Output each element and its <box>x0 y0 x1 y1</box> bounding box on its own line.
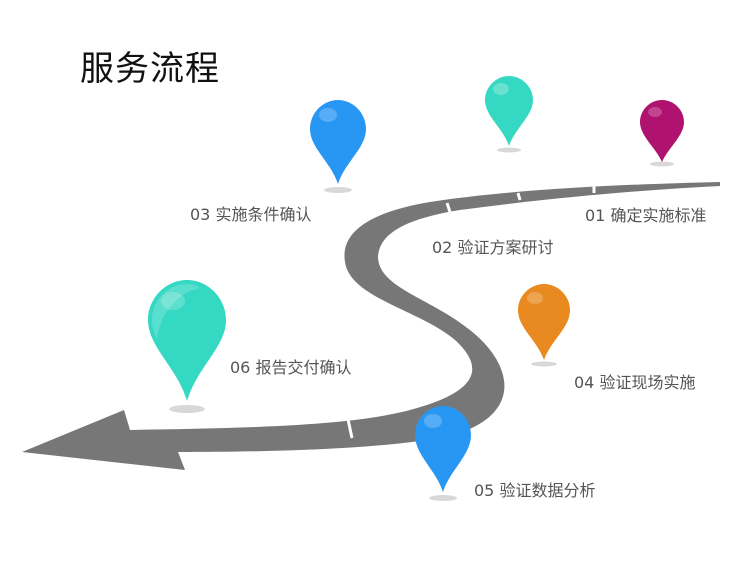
step-02-pin <box>481 72 537 154</box>
road-dash <box>516 192 522 201</box>
step-04-pin <box>513 280 575 368</box>
road-dash <box>344 409 354 439</box>
step-01-label: 01 确定实施标准 <box>585 206 707 225</box>
location-pin-icon <box>415 406 471 501</box>
location-pin-icon <box>640 100 684 167</box>
location-pin-icon <box>310 100 366 193</box>
location-pin-icon <box>485 76 533 153</box>
step-03-pin <box>305 96 371 194</box>
step-05-pin <box>409 402 477 502</box>
location-pin-icon <box>148 280 226 413</box>
location-pin-icon <box>518 284 570 367</box>
step-01-pin <box>634 96 690 168</box>
step-06-label: 06 报告交付确认 <box>230 358 352 377</box>
step-05-label: 05 验证数据分析 <box>474 481 596 500</box>
step-06-pin <box>142 275 232 415</box>
road-dash <box>445 202 452 213</box>
step-02-label: 02 验证方案研讨 <box>432 238 554 257</box>
road-body <box>22 182 720 470</box>
page-title: 服务流程 <box>80 49 220 89</box>
step-04-label: 04 验证现场实施 <box>574 373 696 392</box>
step-03-label: 03 实施条件确认 <box>190 205 312 224</box>
